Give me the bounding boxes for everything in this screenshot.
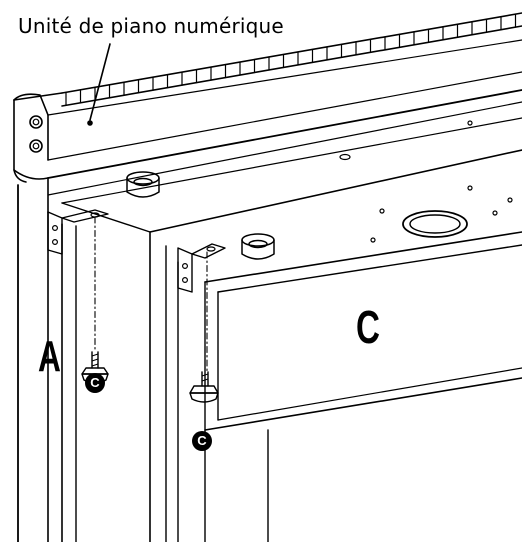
thumb-screw-2 [189, 371, 219, 403]
back-panel-label: C [356, 301, 380, 353]
screw-badge-1: C [85, 373, 105, 393]
key-strip [61, 12, 522, 107]
back-panel-c [149, 231, 522, 543]
callout-dot [87, 120, 93, 126]
piano-unit [13, 39, 522, 260]
screw-guides [94, 216, 208, 373]
screw-badge-2: C [192, 431, 212, 451]
side-panel-a [17, 184, 109, 543]
side-panel-label: A [38, 332, 61, 381]
piano-unit-callout: Unité de piano numérique [18, 14, 284, 38]
callout-leader [89, 43, 111, 121]
